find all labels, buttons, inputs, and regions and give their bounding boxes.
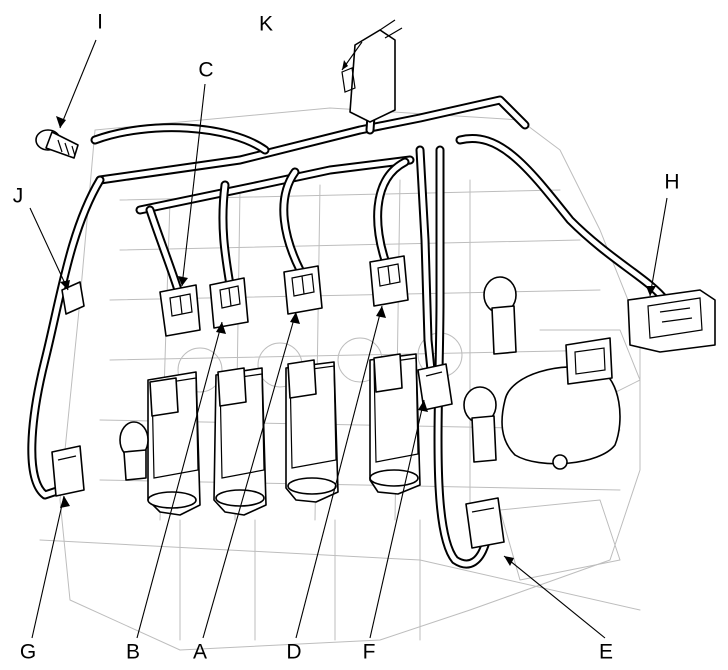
junction-k: [341, 19, 403, 123]
callout-f: F: [362, 640, 376, 664]
connector-e: [465, 497, 505, 549]
coil-connector-4: [373, 353, 403, 393]
connector-f: [417, 363, 453, 411]
harness-branch-b: [218, 180, 235, 290]
arrowhead-f: [418, 400, 428, 412]
engine-outline: [39, 107, 641, 651]
harness-branch-c: [145, 205, 183, 295]
arrowhead-j: [60, 280, 70, 290]
leader-c: [181, 83, 206, 287]
leader-b: [136, 321, 223, 639]
arrowhead-g: [60, 496, 70, 508]
leader-j: [29, 207, 69, 291]
callout-c: C: [198, 58, 214, 82]
sensor-left: [119, 421, 149, 481]
arrowhead-k: [342, 60, 348, 70]
arrowhead-b: [216, 322, 226, 334]
callout-e: E: [598, 640, 614, 664]
harness-branch-right-down: [415, 145, 437, 385]
sensor-body: [501, 337, 621, 470]
callout-h: H: [664, 170, 680, 194]
leader-d: [295, 305, 383, 639]
harness-trunk: [95, 95, 530, 185]
harness-branch-e-loop: [433, 145, 490, 569]
leader-i: [59, 39, 97, 129]
callout-j: J: [12, 184, 24, 208]
sensor-right: [463, 386, 497, 463]
connector-g: [51, 445, 85, 497]
leader-e: [503, 555, 606, 639]
harness-branch-d: [373, 157, 410, 265]
leader-f: [369, 399, 425, 639]
arrowhead-d: [376, 306, 386, 318]
arrowhead-h: [646, 286, 656, 296]
leader-g: [31, 495, 65, 639]
sensor-middle: [483, 276, 517, 355]
harness-upper-run: [90, 123, 270, 155]
connector-c: [159, 284, 201, 337]
harness-branch-h: [455, 134, 670, 305]
callout-k: K: [258, 12, 274, 36]
connector-d: [369, 255, 409, 307]
coil-connector-1: [149, 377, 179, 417]
coil-connector-3: [287, 359, 317, 399]
leader-h: [649, 197, 668, 297]
leader-a: [202, 311, 297, 639]
harness-branch-a: [279, 167, 305, 275]
leader-lines: [29, 39, 668, 639]
callout-d: D: [286, 640, 302, 664]
coil-connector-2: [217, 367, 247, 407]
callout-g: G: [19, 640, 37, 664]
callout-a: A: [192, 640, 208, 664]
arrowhead-i: [56, 116, 66, 128]
arrowhead-e: [504, 556, 514, 566]
arrowhead-c: [178, 276, 188, 286]
connector-h: [627, 289, 716, 353]
arrowhead-a: [290, 312, 300, 324]
bolt-i: [35, 129, 79, 159]
connector-a: [283, 265, 323, 315]
callout-b: B: [125, 640, 141, 664]
harness-left-loop: [27, 175, 105, 500]
connector-b: [209, 277, 249, 329]
callout-i: I: [97, 10, 103, 34]
